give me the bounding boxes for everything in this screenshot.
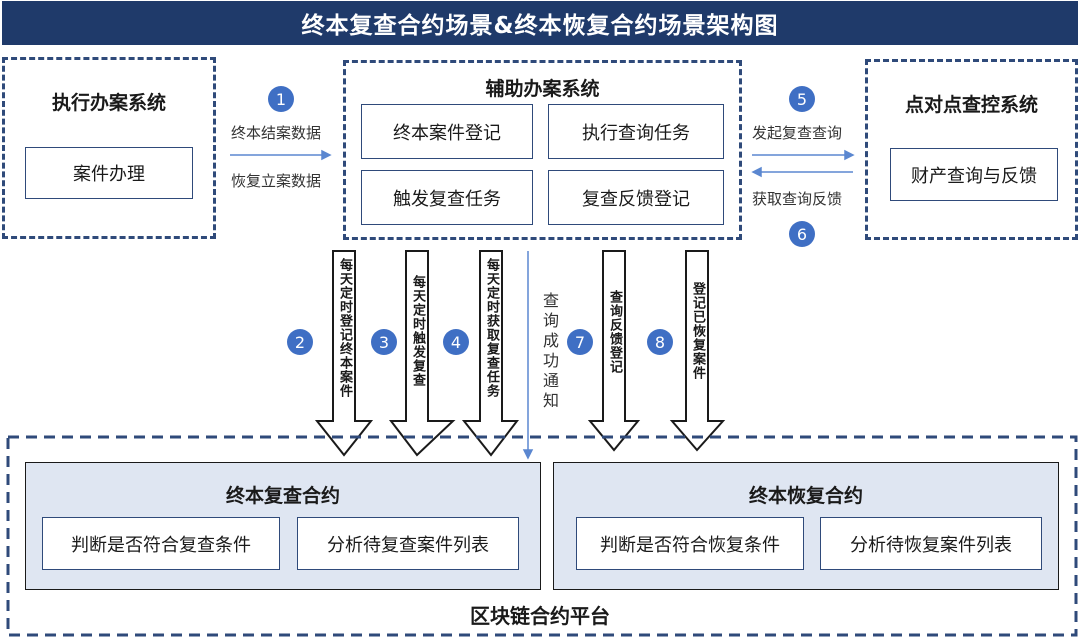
blockchain-platform-container — [6, 435, 1078, 637]
label-register-end-cases: 每天定时登记终本案件 — [337, 258, 352, 398]
arrow-assist-to-p2p — [752, 149, 855, 161]
badge-7: 7 — [567, 329, 593, 355]
badge-1: 1 — [268, 86, 294, 112]
restore-contract-title: 终本恢复合约 — [748, 485, 863, 507]
label-query-success-notify: 查询成功通知 — [540, 292, 559, 412]
assist-system-container — [343, 60, 742, 240]
review-feedback-register-box: 复查反馈登记 — [548, 170, 724, 225]
badge-8: 8 — [647, 329, 673, 355]
blockchain-platform-label: 区块链合约平台 — [470, 604, 610, 628]
arrow-exec-to-assist — [230, 149, 332, 161]
badge-5: 5 — [789, 86, 815, 112]
restore-condition-box: 判断是否符合恢复条件 — [576, 517, 804, 570]
initiate-query-label: 发起复查查询 — [752, 124, 843, 142]
label-feedback-register: 查询反馈登记 — [607, 290, 622, 374]
label-fetch-review-task: 每天定时获取复查任务 — [484, 258, 499, 398]
trigger-review-task-box: 触发复查任务 — [361, 170, 533, 225]
diagram-title: 终本复查合约场景&终本恢复合约场景架构图 — [2, 1, 1078, 45]
review-contract-title: 终本复查合约 — [225, 485, 340, 507]
get-feedback-label: 获取查询反馈 — [752, 190, 843, 208]
assist-system-title: 辅助办案系统 — [485, 78, 600, 100]
arrow-p2p-to-assist — [751, 166, 853, 178]
exec-system-title: 执行办案系统 — [51, 92, 166, 114]
review-case-list-box: 分析待复查案件列表 — [297, 517, 519, 570]
asset-query-feedback-box: 财产查询与反馈 — [890, 148, 1058, 201]
exec-query-task-box: 执行查询任务 — [548, 104, 724, 159]
exec-system-container — [2, 57, 216, 239]
badge-6: 6 — [789, 221, 815, 247]
down-arrow-trigger-review — [388, 250, 456, 457]
label-trigger-review: 每天定时触发复查 — [410, 275, 425, 387]
review-condition-box: 判断是否符合复查条件 — [42, 517, 280, 570]
p2p-system-title: 点对点查控系统 — [904, 94, 1038, 116]
badge-2: 2 — [287, 329, 313, 355]
end-case-data-label: 终本结案数据 — [231, 124, 322, 142]
badge-4: 4 — [443, 329, 469, 355]
restore-case-list-box: 分析待恢复案件列表 — [820, 517, 1042, 570]
case-handling-box: 案件办理 — [25, 147, 193, 199]
restore-case-data-label: 恢复立案数据 — [231, 172, 322, 190]
end-case-register-box: 终本案件登记 — [361, 104, 533, 159]
badge-3: 3 — [371, 329, 397, 355]
label-register-restored: 登记已恢复案件 — [690, 282, 705, 380]
p2p-system-container — [865, 59, 1078, 240]
notify-arrow — [522, 251, 534, 460]
